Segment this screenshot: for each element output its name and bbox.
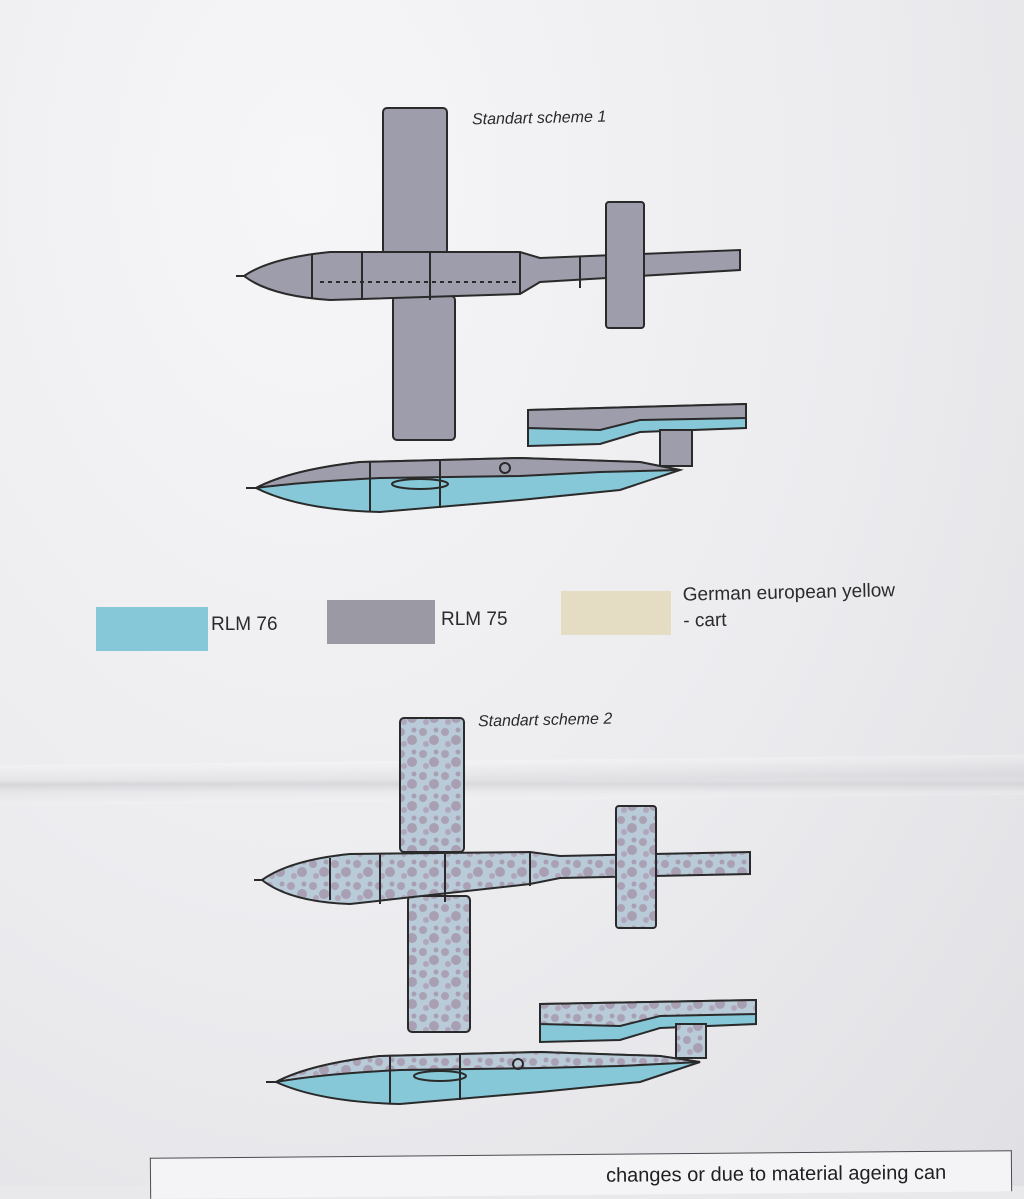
legend-swatch-rlm75 xyxy=(327,600,435,644)
legend-swatch-yellow xyxy=(561,591,671,635)
scheme-2-side-view xyxy=(266,998,757,1106)
legend-swatch-rlm76 xyxy=(96,607,208,651)
scheme-2-top-view xyxy=(254,717,751,1033)
legend-label-rlm75: RLM 75 xyxy=(441,609,508,630)
scheme-2-title: Standart scheme 2 xyxy=(477,710,613,731)
scheme-1-top-view xyxy=(236,107,741,441)
footnote-box: changes or due to material ageing can xyxy=(149,1150,1013,1199)
scheme-1-side-view xyxy=(246,402,747,514)
footnote-text: changes or due to material ageing can xyxy=(605,1161,947,1187)
legend-label-yellow: German european yellow - cart xyxy=(682,580,896,632)
legend-label-rlm76: RLM 76 xyxy=(211,614,278,635)
